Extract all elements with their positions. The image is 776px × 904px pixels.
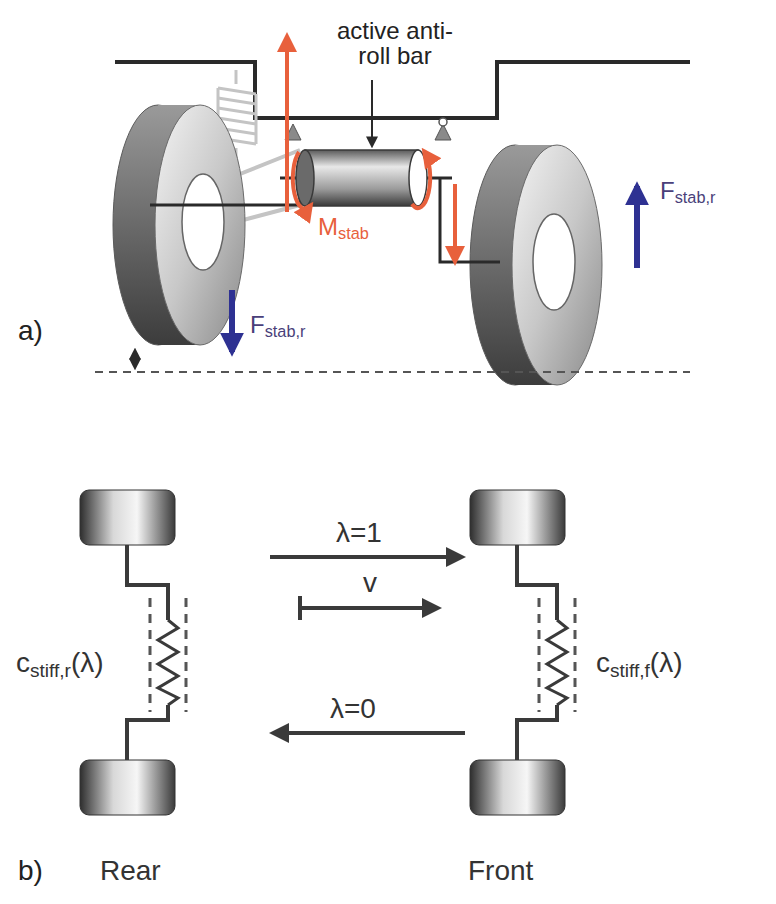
left-wheel: [113, 105, 245, 345]
part-label: active anti-roll bar: [330, 18, 460, 68]
bar-mount: [439, 118, 447, 126]
actuator-cylinder: [296, 150, 427, 206]
tyre: [80, 490, 565, 815]
velocity-label: v: [363, 568, 377, 597]
force-label: Fstab,r: [250, 312, 305, 337]
direction-arrow: [270, 557, 465, 733]
gap-dimension: [134, 350, 136, 368]
force-arrow: [232, 186, 637, 352]
axle-label: Rear: [100, 856, 161, 885]
moment-label: Mstab: [318, 214, 369, 239]
leader-line: [371, 80, 373, 146]
panel-letter: a): [18, 316, 43, 345]
direction-label: λ=0: [330, 694, 376, 723]
torque-arrow: [287, 36, 455, 262]
spring-symbol: [158, 620, 567, 705]
direction-label: λ=1: [336, 518, 382, 547]
right-wheel: [470, 145, 602, 385]
force-label: Fstab,r: [660, 178, 715, 203]
stiffness-label: cstiff,r(λ): [16, 648, 104, 677]
axle-label: Front: [468, 856, 533, 885]
panel-letter: b): [18, 856, 43, 885]
ground-line: [95, 371, 690, 373]
stiffness-label: cstiff,f(λ): [596, 648, 683, 677]
axle: [127, 545, 557, 760]
